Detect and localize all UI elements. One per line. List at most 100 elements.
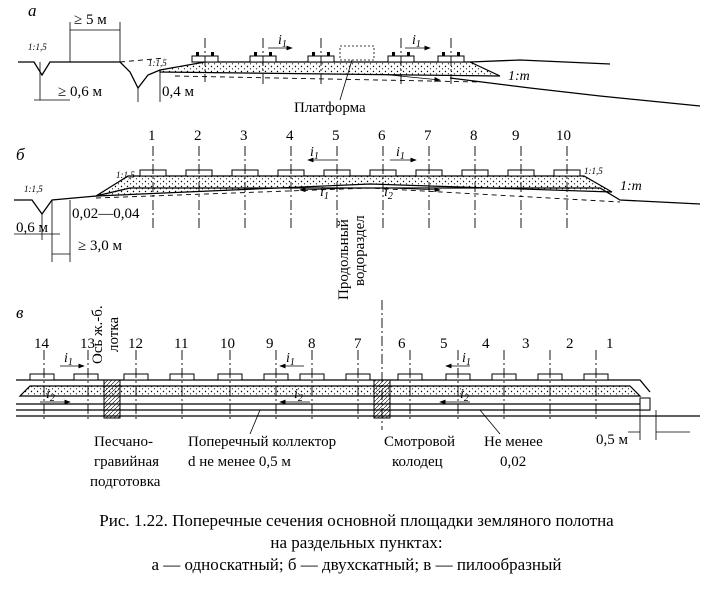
- section-c-ballast: [18, 385, 642, 397]
- svg-text:12: 12: [128, 336, 143, 352]
- section-a-grade-2: i1: [412, 33, 421, 50]
- svg-text:2: 2: [194, 128, 202, 144]
- section-c-min-leader: [479, 409, 501, 435]
- section-c-label-min: Не менее 0,02: [484, 434, 543, 470]
- svg-text:2: 2: [566, 336, 574, 352]
- section-c-grade-1: i1: [64, 351, 73, 368]
- section-c-outlet: [639, 397, 651, 411]
- caption-line-3: а — односкатный; б — двухскатный; в — пи…: [151, 555, 562, 574]
- section-b-dim-width: ≥ 3,0 м: [78, 238, 122, 254]
- section-b-drain-2: i2: [384, 185, 393, 202]
- svg-text:Продольный: Продольный: [336, 219, 352, 300]
- section-c-track-numbers: 14 13 12 11 10 9 8 7 6 5 4 3 2 1: [34, 336, 614, 352]
- svg-text:1: 1: [148, 128, 156, 144]
- section-b-tracks: [139, 169, 581, 177]
- section-c-tray-1: [103, 379, 121, 419]
- svg-text:4: 4: [482, 336, 490, 352]
- section-a-formation: [174, 75, 481, 83]
- svg-text:5: 5: [332, 128, 340, 144]
- section-a-dim-width-line: [69, 22, 121, 62]
- section-b-dim-slope-range: 0,02—0,04: [72, 206, 140, 222]
- section-a: а i1 i1 ≥ 5 м ≥ 0,6: [18, 1, 701, 116]
- section-b-grade-1: i1: [310, 145, 319, 162]
- section-a-right-ground: [449, 77, 701, 107]
- section-b-formation: [95, 187, 621, 203]
- section-a-tracks: [191, 52, 465, 63]
- section-a-old-profile: [119, 57, 166, 63]
- svg-text:6: 6: [398, 336, 406, 352]
- svg-text:3: 3: [240, 128, 248, 144]
- caption-line-2: на раздельных пунктах:: [270, 533, 443, 552]
- section-b-axes: [152, 146, 568, 230]
- svg-text:7: 7: [354, 336, 362, 352]
- section-a-dim-depth-line: [34, 62, 70, 101]
- section-c-dim-offset: 0,5 м: [596, 432, 629, 448]
- svg-text:гравийная: гравийная: [94, 454, 159, 470]
- svg-text:4: 4: [286, 128, 294, 144]
- svg-text:14: 14: [34, 336, 50, 352]
- section-c-drain-3: i2: [460, 387, 469, 404]
- section-b-dim-width-line: [51, 200, 71, 262]
- svg-text:d не менее 0,5 м: d не менее 0,5 м: [188, 454, 291, 470]
- svg-text:3: 3: [522, 336, 530, 352]
- section-a-ballast: [159, 61, 501, 77]
- section-a-dim-depth: ≥ 0,6 м: [58, 84, 102, 100]
- svg-text:Поперечный коллектор: Поперечный коллектор: [188, 434, 336, 450]
- section-b: б 1 2 3 4 5 6: [14, 128, 701, 300]
- svg-text:8: 8: [470, 128, 478, 144]
- section-a-letter: а: [28, 1, 37, 20]
- svg-text:8: 8: [308, 336, 316, 352]
- section-a-dim-offset-line: [137, 70, 161, 102]
- section-b-ballast: [93, 175, 613, 197]
- section-b-grade-2: i1: [396, 145, 405, 162]
- svg-text:13: 13: [80, 336, 95, 352]
- svg-text:Не менее: Не менее: [484, 434, 543, 450]
- section-b-divide-label: Продольный водораздел: [336, 215, 368, 300]
- section-c-label-collector: Поперечный коллектор d не менее 0,5 м: [188, 434, 336, 470]
- section-c-label-sand: Песчано- гравийная подготовка: [90, 434, 161, 490]
- svg-text:1: 1: [606, 336, 614, 352]
- svg-text:подготовка: подготовка: [90, 474, 161, 490]
- section-a-platform-label: Платформа: [294, 100, 366, 116]
- section-c-axis-label: Ось ж.-б. лотка: [90, 305, 122, 364]
- section-c-grade-2: i1: [286, 351, 295, 368]
- section-a-grade-1: i1: [278, 33, 287, 50]
- section-b-drain-arrow-2: [389, 187, 441, 193]
- figure-caption: Рис. 1.22. Поперечные сечения основной п…: [0, 510, 713, 576]
- section-c-label-well: Смотровой колодец: [384, 434, 455, 470]
- svg-text:7: 7: [424, 128, 432, 144]
- section-b-slope-left: 1:1,5: [24, 184, 43, 194]
- section-c-letter: в: [16, 303, 24, 322]
- section-c-axes: [43, 300, 597, 430]
- section-b-dim-depth: 0,6 м: [16, 220, 49, 236]
- section-c-tracks: [29, 373, 609, 381]
- svg-text:Ось ж.-б.: Ось ж.-б.: [90, 305, 106, 364]
- section-c-dim-offset-line: [628, 410, 690, 440]
- svg-text:9: 9: [512, 128, 520, 144]
- section-b-slope-right: 1:m: [620, 179, 642, 194]
- section-b-slope-embankment: 1:1,5: [116, 170, 135, 180]
- section-b-track-numbers: 1 2 3 4 5 6 7 8 9 10: [148, 128, 571, 144]
- section-c-collector-leader: [249, 409, 261, 435]
- section-a-dim-width: ≥ 5 м: [74, 12, 107, 28]
- section-b-drain-1: i1: [320, 185, 329, 202]
- svg-text:6: 6: [378, 128, 386, 144]
- svg-text:колодец: колодец: [392, 454, 443, 470]
- section-a-slope-left: 1:1,5: [28, 42, 47, 52]
- section-a-axes: [204, 38, 452, 86]
- section-b-drain-arrow-1: [299, 187, 351, 193]
- section-c-collector-pipe: [16, 403, 650, 411]
- svg-text:11: 11: [174, 336, 188, 352]
- svg-text:0,02: 0,02: [500, 454, 526, 470]
- caption-line-1: Рис. 1.22. Поперечные сечения основной п…: [99, 511, 614, 530]
- section-a-slope-right: 1:m: [508, 69, 530, 84]
- section-a-embankment-slope: [469, 59, 611, 65]
- svg-text:водораздел: водораздел: [352, 215, 368, 286]
- section-c-drain-1: i2: [46, 387, 55, 404]
- section-b-slope-right-1: 1:1,5: [584, 166, 603, 176]
- section-b-letter: б: [16, 145, 25, 164]
- section-a-dim-offset: 0,4 м: [162, 84, 195, 100]
- svg-text:10: 10: [556, 128, 571, 144]
- svg-text:Песчано-: Песчано-: [94, 434, 153, 450]
